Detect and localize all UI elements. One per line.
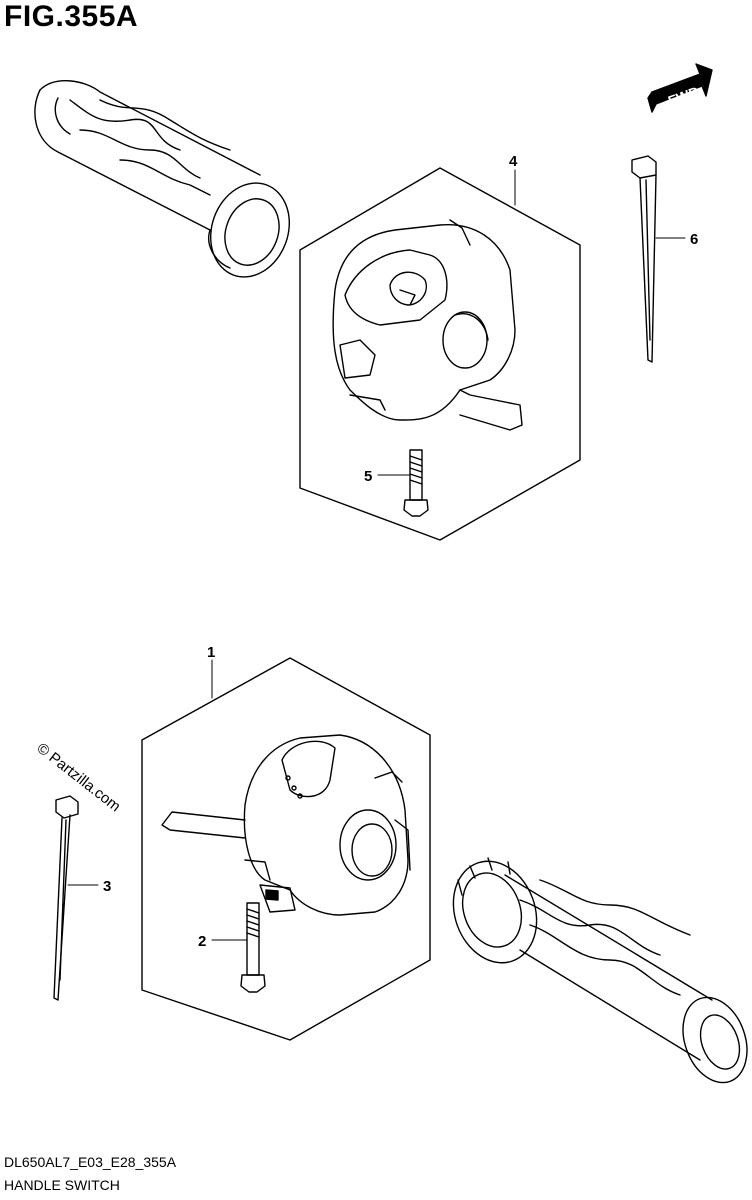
screw-lower: [240, 902, 266, 993]
leader-lines: [67, 169, 686, 941]
left-grip-upper: [34, 80, 291, 278]
section-name: HANDLE SWITCH: [4, 1177, 120, 1193]
callout-6[interactable]: 6: [690, 231, 698, 248]
screw-upper: [403, 449, 429, 517]
hexagon-frame-lower: [141, 657, 431, 1041]
left-switch-housing: [161, 734, 411, 916]
callout-4[interactable]: 4: [509, 153, 518, 170]
fwd-arrow-icon: [647, 63, 713, 113]
right-grip-lower: [452, 857, 748, 1084]
callout-3[interactable]: 3: [103, 878, 111, 895]
figure-title: FIG.355A: [4, 0, 139, 33]
callout-2[interactable]: 2: [198, 933, 206, 950]
cable-tie-right: [631, 155, 657, 363]
hexagon-frame-upper: [299, 167, 581, 541]
callout-1[interactable]: 1: [207, 644, 215, 661]
cable-tie-left: [53, 795, 79, 1001]
callout-5[interactable]: 5: [364, 468, 372, 485]
right-switch-housing: [332, 219, 523, 431]
model-code: DL650AL7_E03_E28_355A: [4, 1154, 177, 1170]
